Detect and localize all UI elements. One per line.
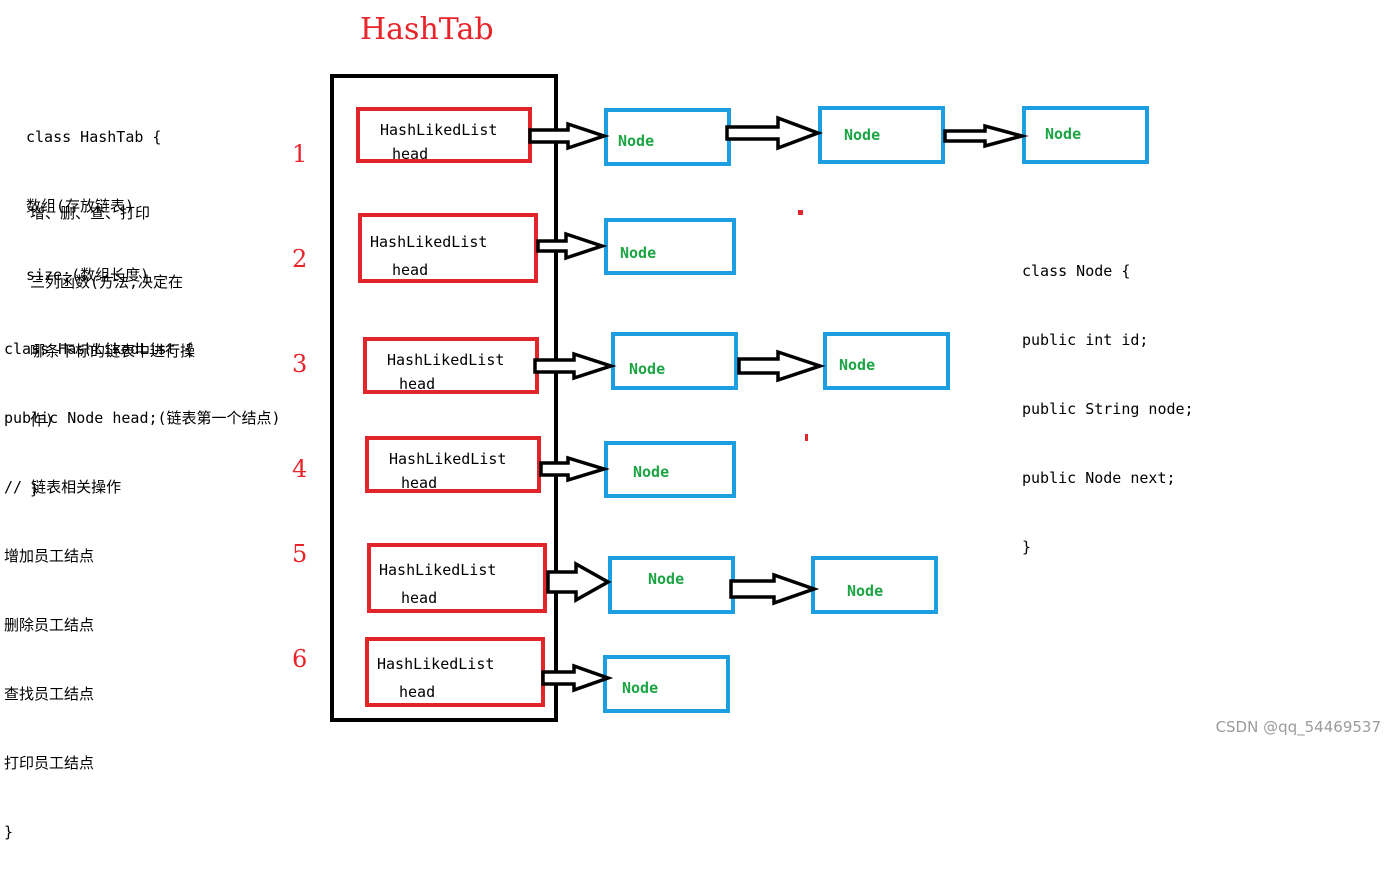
arrow xyxy=(539,455,610,483)
node-label: Node xyxy=(839,356,876,374)
node-label: Node xyxy=(620,244,657,262)
head-label: head xyxy=(401,589,438,607)
linkedlist-class-code: class HashLikedList { public Node head;(… xyxy=(4,292,281,890)
linkedlist-label: HashLikedList xyxy=(379,561,497,579)
node-label: Node xyxy=(633,463,670,481)
linkedlist-label: HashLikedList xyxy=(389,450,507,468)
row-index: 6 xyxy=(292,645,308,673)
node-box: Node xyxy=(608,556,735,614)
stray-mark xyxy=(805,434,808,441)
arrow xyxy=(729,572,820,606)
code-line: 增加员工结点 xyxy=(4,547,95,565)
arrow xyxy=(546,561,612,603)
node-label: Node xyxy=(618,132,655,150)
linkedlist-box: HashLikedList head xyxy=(356,107,532,163)
code-line: 打印员工结点 xyxy=(4,754,95,772)
code-line: 三列函数(方法,决定在 xyxy=(30,273,184,291)
node-label: Node xyxy=(629,360,666,378)
row-index: 2 xyxy=(292,245,308,273)
code-line: public int id; xyxy=(1022,331,1149,349)
arrow xyxy=(533,351,617,381)
hashtab-class-code: class HashTab { 数组(存放链表) size;(数组长度) xyxy=(26,80,161,333)
node-box: Node xyxy=(811,556,938,614)
code-line: 查找员工结点 xyxy=(4,685,95,703)
node-label: Node xyxy=(622,679,659,697)
arrows-layer xyxy=(528,115,1029,693)
linkedlist-box: HashLikedList head xyxy=(367,543,547,613)
code-line: 增、删、查、打印 xyxy=(30,204,151,222)
code-line: class HashLikedList { xyxy=(4,340,194,358)
head-label: head xyxy=(392,145,429,163)
code-line: 哪条下标的链表中进行操 xyxy=(30,342,196,360)
hashtab-diagram: HashTab class HashTab { 数组(存放链表) size;(数… xyxy=(4,12,1381,841)
node-label: Node xyxy=(648,570,685,588)
code-line: 删除员工结点 xyxy=(4,616,95,634)
code-line: 作) xyxy=(30,411,55,429)
linkedlist-box: HashLikedList head xyxy=(365,436,541,493)
arrow xyxy=(528,121,610,151)
head-label: head xyxy=(401,474,438,492)
arrow xyxy=(541,663,614,693)
row-index: 1 xyxy=(292,140,308,168)
arrow xyxy=(725,115,823,151)
node-box: Node xyxy=(604,218,736,275)
hashtab-array-box xyxy=(330,74,558,722)
head-label: head xyxy=(392,261,429,279)
code-line: public Node head;(链表第一个结点) xyxy=(4,409,281,427)
code-line: 数组(存放链表) xyxy=(26,197,135,215)
linkedlist-box: HashLikedList head xyxy=(363,337,539,394)
code-line: public String node; xyxy=(1022,400,1194,418)
row-index: 5 xyxy=(292,540,308,568)
code-line: } xyxy=(30,480,40,498)
code-line: class Node { xyxy=(1022,262,1131,280)
stray-mark xyxy=(798,210,803,215)
node-box: Node xyxy=(1022,106,1149,164)
head-label: head xyxy=(399,683,436,701)
hashtab-methods-code: 增、删、查、打印 三列函数(方法,决定在 哪条下标的链表中进行操 作) } xyxy=(30,156,195,547)
linkedlist-label: HashLikedList xyxy=(380,121,498,139)
code-line: size;(数组长度) xyxy=(26,266,150,284)
node-label: Node xyxy=(847,582,884,600)
node-label: Node xyxy=(844,126,881,144)
node-box: Node xyxy=(818,106,945,164)
code-line: } xyxy=(4,823,14,841)
code-line: } xyxy=(1022,538,1032,556)
diagram-title: HashTab xyxy=(360,12,494,47)
row-index: 3 xyxy=(292,350,308,378)
watermark: CSDN @qq_54469537 xyxy=(1215,718,1381,736)
linkedlist-label: HashLikedList xyxy=(387,351,505,369)
arrow xyxy=(737,349,826,383)
linkedlist-label: HashLikedList xyxy=(370,233,488,251)
arrow xyxy=(536,231,608,261)
linkedlist-box: HashLikedList head xyxy=(358,213,538,283)
code-line: public Node next; xyxy=(1022,469,1176,487)
node-box: Node xyxy=(823,332,950,390)
code-line: // 链表相关操作 xyxy=(4,478,122,496)
linkedlist-label: HashLikedList xyxy=(377,655,495,673)
node-box: Node xyxy=(611,332,738,390)
code-line: class HashTab { xyxy=(26,128,162,146)
node-class-code: class Node { public int id; public Strin… xyxy=(1022,214,1194,605)
node-box: Node xyxy=(603,655,730,713)
arrow xyxy=(943,123,1029,149)
row-index: 4 xyxy=(292,455,308,483)
head-label: head xyxy=(399,375,436,393)
node-label: Node xyxy=(1045,125,1082,143)
